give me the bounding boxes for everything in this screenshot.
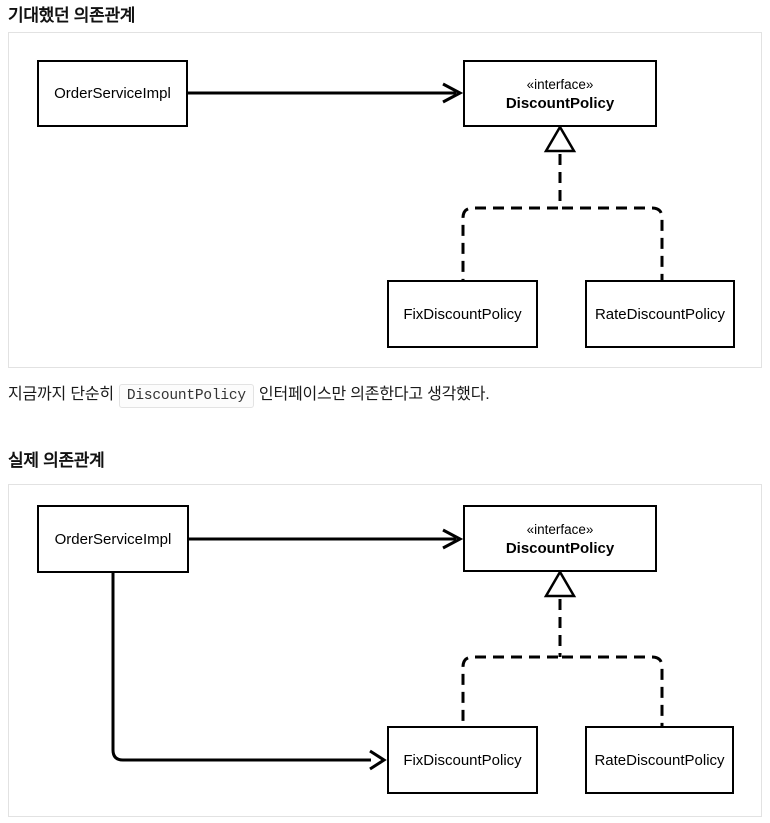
realization-branch-fix <box>461 655 558 726</box>
node-label: OrderServiceImpl <box>54 85 171 102</box>
note-text-before: 지금까지 단순히 <box>8 386 114 403</box>
open-arrowhead-icon <box>442 82 464 104</box>
node-fix-discount-policy: FixDiscountPolicy <box>387 280 538 348</box>
interface-stereotype: «interface» <box>526 521 594 537</box>
diagram-expected-edges <box>188 82 664 280</box>
node-fix-discount-policy: FixDiscountPolicy <box>387 726 538 794</box>
open-arrowhead-icon <box>442 528 464 550</box>
realization-triangle-icon <box>543 124 577 153</box>
node-label: OrderServiceImpl <box>54 530 172 548</box>
diagram-actual-edges <box>111 528 664 771</box>
node-rate-discount-policy: RateDiscountPolicy <box>585 726 734 794</box>
interface-name: DiscountPolicy <box>505 94 615 112</box>
diagram-actual-canvas: OrderServiceImpl «interface» DiscountPol… <box>8 484 762 817</box>
node-order-service-impl: OrderServiceImpl <box>37 505 189 573</box>
heading-expected-dependency: 기대했던 의존관계 <box>8 6 136 25</box>
dependency-arrow-order-to-fix <box>111 573 387 771</box>
open-arrowhead-icon <box>369 749 387 771</box>
inline-code-discount-policy: DiscountPolicy <box>118 384 254 408</box>
realization-branch-rate <box>562 206 664 280</box>
node-label: FixDiscountPolicy <box>403 751 522 769</box>
page: 기대했던 의존관계 OrderServiceImpl «interface» D… <box>0 6 770 823</box>
node-discount-policy-interface: «interface» DiscountPolicy <box>463 60 657 127</box>
node-label: RateDiscountPolicy <box>594 305 726 323</box>
realization-dashed-edges <box>461 599 664 726</box>
heading-actual-dependency: 실제 의존관계 <box>8 451 105 470</box>
node-order-service-impl: OrderServiceImpl <box>37 60 188 127</box>
diagram-expected-canvas: OrderServiceImpl «interface» DiscountPol… <box>8 32 762 368</box>
node-rate-discount-policy: RateDiscountPolicy <box>585 280 735 348</box>
dependency-arrow-order-to-interface <box>189 528 464 550</box>
interface-name: DiscountPolicy <box>505 539 615 557</box>
note-text-after: 인터페이스만 의존한다고 생각했다. <box>258 386 490 403</box>
node-label: FixDiscountPolicy <box>403 305 522 323</box>
dependency-arrow-order-to-interface <box>188 82 464 104</box>
node-label: RateDiscountPolicy <box>594 751 725 769</box>
realization-branch-rate <box>562 655 664 726</box>
interface-stereotype: «interface» <box>526 76 594 92</box>
realization-branch-fix <box>461 206 558 280</box>
realization-dashed-edges <box>461 154 664 280</box>
node-discount-policy-interface: «interface» DiscountPolicy <box>463 505 657 572</box>
realization-triangle-icon <box>543 569 577 598</box>
